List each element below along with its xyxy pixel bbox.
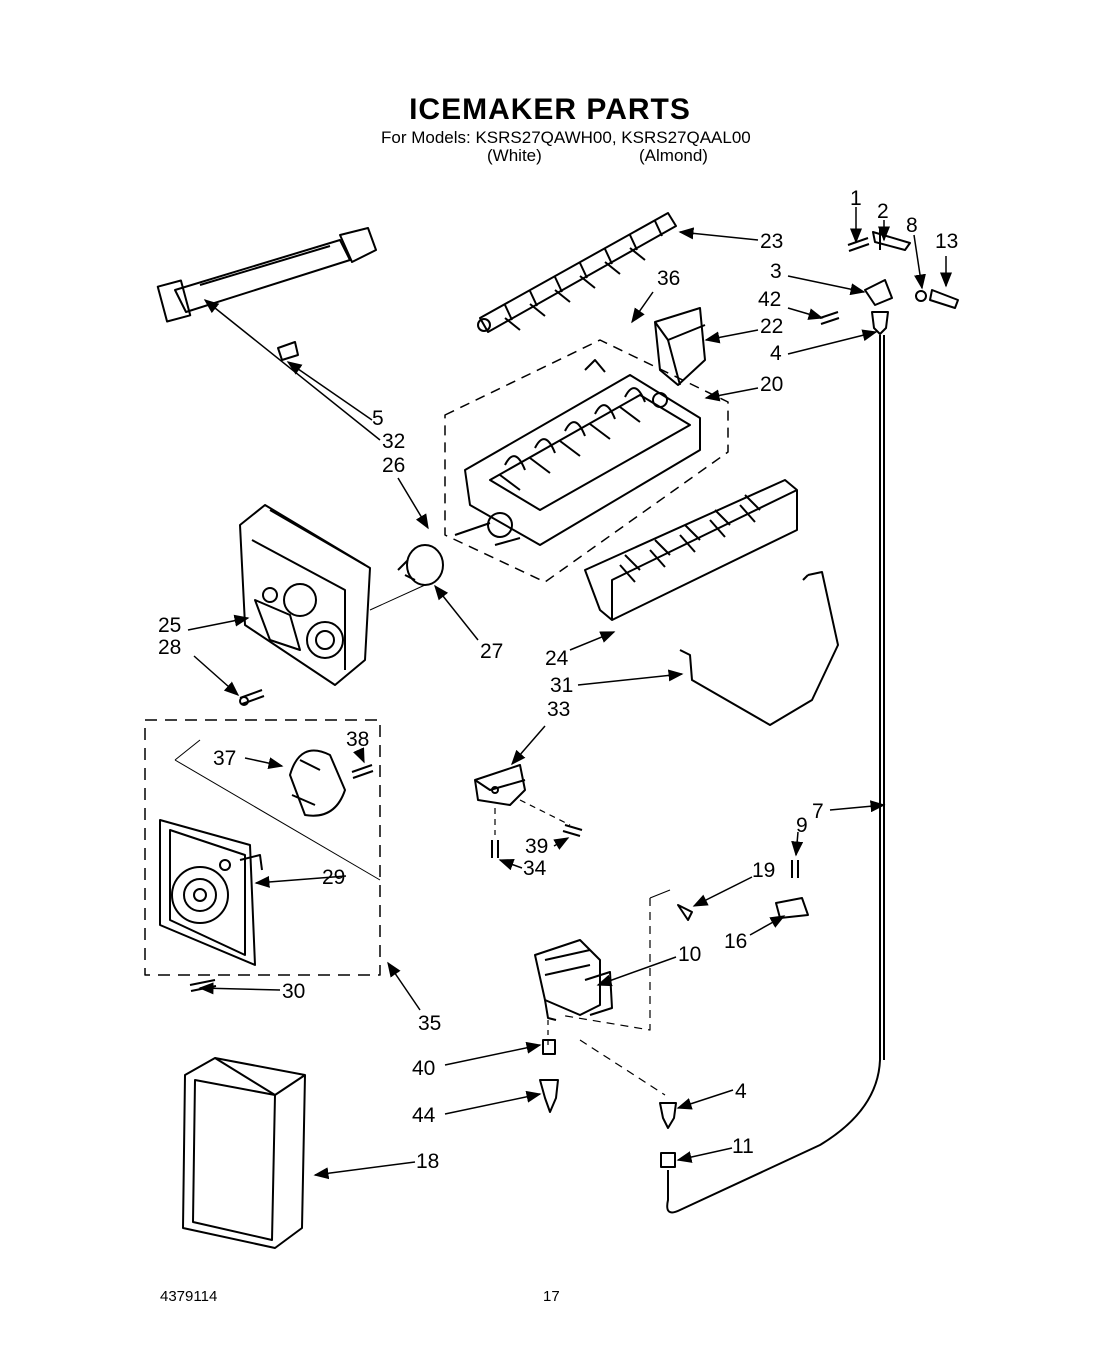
fitting-44-part [539,1079,559,1113]
callout-23: 23 [760,230,783,253]
callout-19: 19 [752,859,775,882]
model-list: For Models: KSRS27QAWH00, KSRS27QAAL00 [381,128,751,147]
callout-18: 18 [416,1150,439,1173]
callout-34: 34 [523,857,547,880]
screw-34-part [491,840,499,858]
clamp-part [775,897,809,919]
callout-31: 31 [550,674,573,697]
ejector-part [477,212,677,333]
wire-harness-part [156,227,377,361]
callout-2: 2 [877,200,889,223]
control-housing-part [239,504,371,686]
variant-white: (White) [487,146,542,165]
callout-27: 27 [480,640,503,663]
water-valve-part [534,939,613,1021]
shutoff-arm-part [679,571,839,726]
variant-almond: (Almond) [639,146,708,165]
callout-26: 26 [382,454,405,477]
callout-4-lower: 4 [735,1080,747,1103]
callout-35: 35 [418,1012,441,1035]
module-plate-part [159,819,263,966]
callout-16: 16 [724,930,747,953]
callout-24: 24 [545,647,569,670]
callout-44: 44 [412,1104,436,1127]
fitting-4-lower-part [659,1102,677,1129]
callout-25: 25 [158,614,181,637]
light-shield-part [182,1057,306,1249]
page-title: ICEMAKER PARTS [409,93,691,126]
callout-38: 38 [346,728,369,751]
callout-32: 32 [382,430,405,453]
page-number: 17 [543,1288,560,1305]
callout-1: 1 [850,187,862,210]
screw-19-part [677,904,693,921]
callout-36: 36 [657,267,680,290]
screw-9-part [791,860,799,878]
callout-39: 39 [525,835,548,858]
callout-4-upper: 4 [770,342,782,365]
callout-13: 13 [935,230,958,253]
callout-7: 7 [812,800,824,823]
callout-8: 8 [906,214,918,237]
icemaker-mold-part [454,359,701,546]
nut-11-part [660,1152,676,1168]
callout-10: 10 [678,943,701,966]
mold-assembly-outline [444,339,729,583]
callout-5: 5 [372,407,384,430]
callout-28: 28 [158,636,181,659]
callout-40: 40 [412,1057,435,1080]
callout-20: 20 [760,373,783,396]
callout-33: 33 [547,698,570,721]
module-assembly-outline [144,719,381,976]
callout-9: 9 [796,814,808,837]
callout-labels: 1 2 8 13 23 3 36 42 22 4 20 5 32 26 25 2… [158,187,958,1173]
screw-30-part [189,979,217,992]
nut-40-part [542,1039,556,1055]
ice-stripper-part [584,479,798,621]
bracket-part [474,764,526,806]
screw-39-part [562,824,583,837]
fill-cup-part [654,307,706,386]
thermostat-part [397,544,444,586]
callout-3: 3 [770,260,782,283]
fill-tube-part [666,335,885,1214]
callout-30: 30 [282,980,305,1003]
motor-part [289,749,346,817]
screw-28-part [239,689,265,706]
callout-29: 29 [322,866,345,889]
screw-38-part [351,764,374,779]
document-number: 4379114 [160,1288,218,1305]
callout-37: 37 [213,747,236,770]
callout-22: 22 [760,315,783,338]
leader-lines [187,207,952,1180]
callout-42: 42 [758,288,781,311]
callout-11: 11 [732,1135,754,1158]
